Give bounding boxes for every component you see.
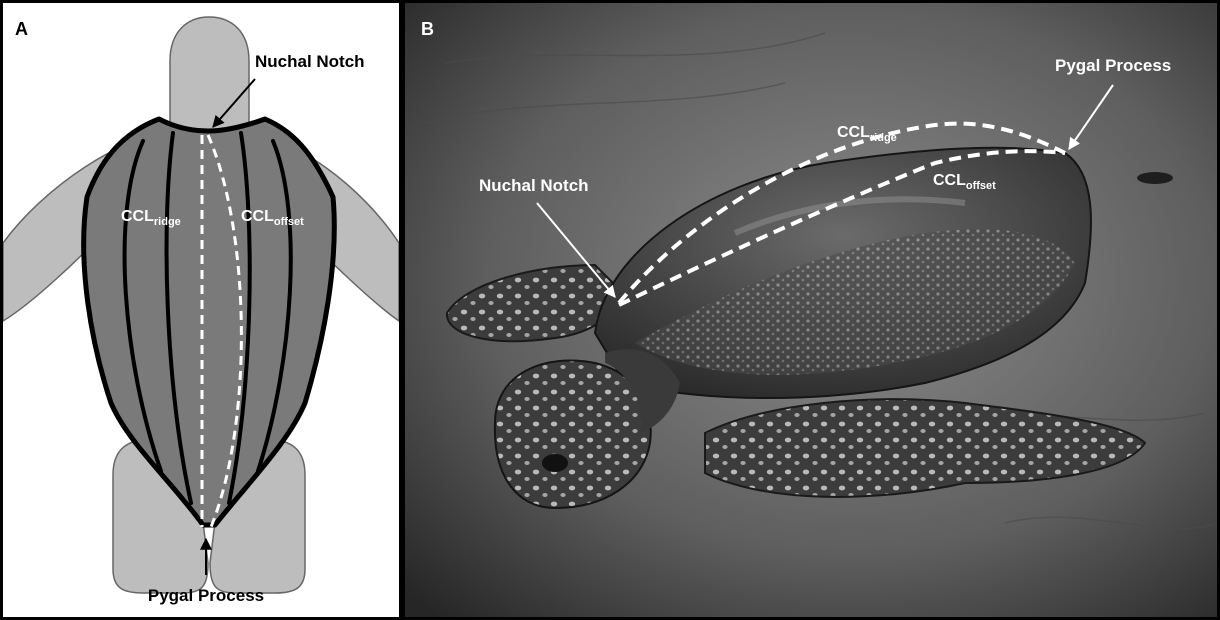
panel-b-photo: B Pygal Process Nuchal Notch CCLridge CC… bbox=[402, 0, 1220, 620]
turtle-photo: B Pygal Process Nuchal Notch CCLridge CC… bbox=[405, 3, 1217, 617]
sand-object bbox=[1137, 172, 1173, 184]
panel-a-diagram: A Nuchal Notch Pygal Process CCLridge CC… bbox=[0, 0, 402, 620]
pygal-process-label-b: Pygal Process bbox=[1055, 56, 1171, 75]
panel-letter-b: B bbox=[421, 19, 434, 39]
head bbox=[170, 17, 249, 133]
panel-letter-a: A bbox=[15, 19, 28, 39]
nuchal-notch-label-a: Nuchal Notch bbox=[255, 52, 365, 71]
photo-eye bbox=[542, 454, 568, 472]
pygal-process-label-a: Pygal Process bbox=[148, 586, 264, 605]
turtle-schematic: A Nuchal Notch Pygal Process CCLridge CC… bbox=[3, 3, 399, 617]
nuchal-notch-label-b: Nuchal Notch bbox=[479, 176, 589, 195]
